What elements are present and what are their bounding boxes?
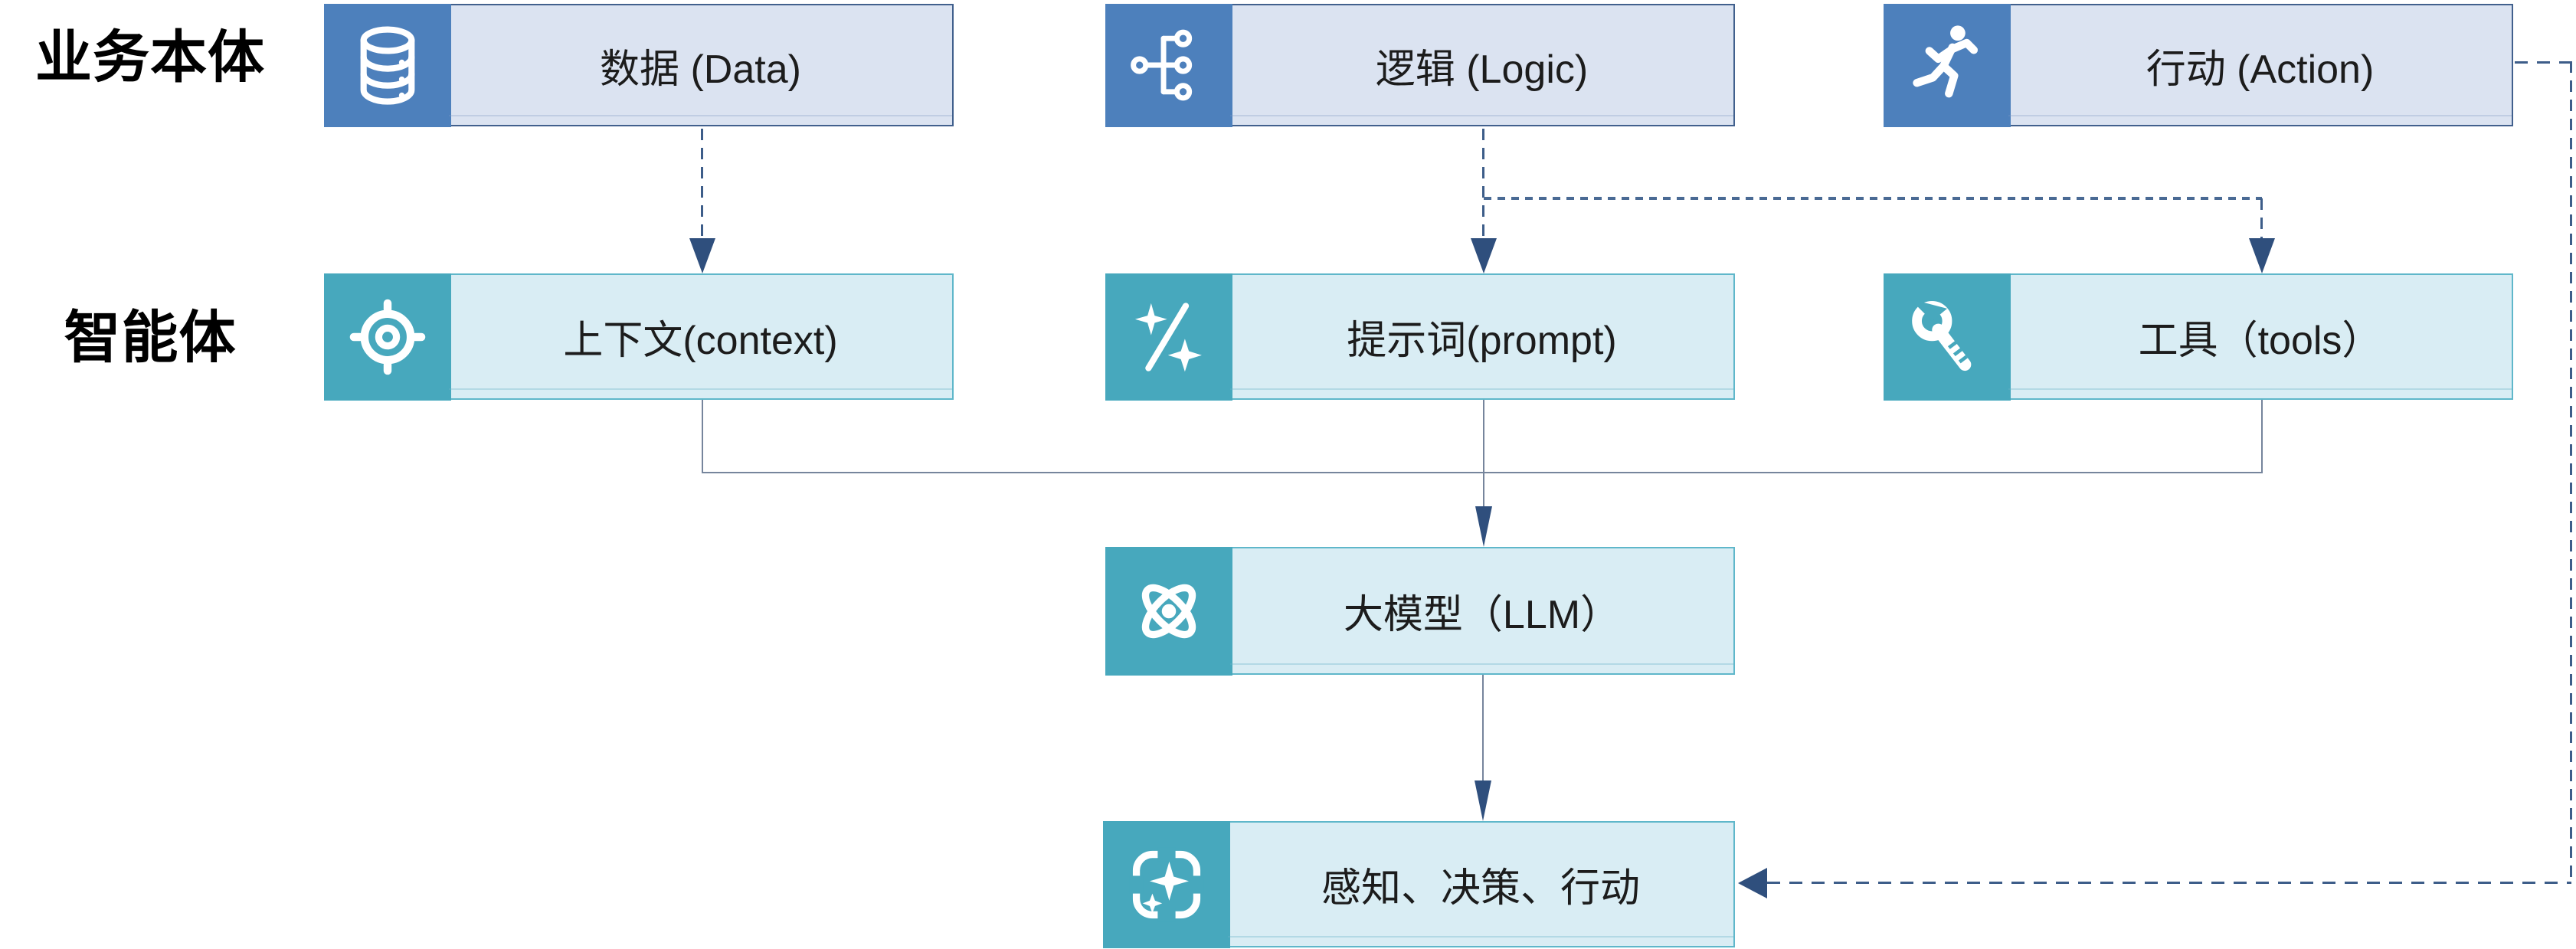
data-to-context-dashed-line	[701, 129, 703, 239]
prompt-box-label: 提示词(prompt)	[1230, 275, 1733, 398]
data-to-context-arrowhead	[689, 238, 715, 273]
merge-bus-line	[702, 472, 2263, 473]
action-feedback-right-dashed-line	[2570, 61, 2572, 883]
output-box-label: 感知、决策、行动	[1228, 823, 1733, 946]
logic-to-prompt-arrowhead	[1471, 238, 1497, 273]
action-feedback-bottom-dashed-line	[1767, 882, 2571, 884]
logic-box-label: 逻辑 (Logic)	[1230, 5, 1733, 125]
prompt-box: 提示词(prompt)	[1105, 273, 1735, 401]
llm-to-output-line	[1482, 675, 1484, 782]
wand-sparkles-icon	[1105, 273, 1232, 401]
data-box-label: 数据 (Data)	[449, 5, 952, 125]
logic-to-tools-dashed-drop	[2260, 198, 2263, 238]
tools-merge-line	[2261, 400, 2263, 473]
target-icon	[323, 273, 451, 401]
output-arrowhead	[1475, 780, 1491, 821]
context-merge-line	[702, 400, 703, 473]
context-box: 上下文(context)	[323, 273, 954, 401]
llm-box: 大模型（LLM）	[1105, 546, 1735, 676]
feedback-to-output-arrowhead	[1738, 868, 1767, 898]
database-icon	[323, 3, 451, 127]
logic-to-tools-dotted-line	[1484, 197, 2262, 200]
hierarchy-icon	[1105, 3, 1232, 127]
action-box-label: 行动 (Action)	[2008, 5, 2512, 125]
prompt-to-llm-line	[1483, 400, 1484, 507]
sparkle-frame-icon	[1102, 820, 1230, 948]
logic-box: 逻辑 (Logic)	[1105, 3, 1735, 127]
llm-arrowhead	[1475, 506, 1492, 547]
business-row-label: 业务本体	[35, 25, 265, 89]
wrench-icon	[1883, 273, 2011, 401]
logic-to-prompt-dashed-line	[1482, 129, 1484, 239]
tools-box: 工具（tools）	[1883, 273, 2513, 401]
action-box: 行动 (Action)	[1883, 3, 2513, 127]
data-box: 数据 (Data)	[323, 3, 954, 127]
atom-icon	[1105, 546, 1232, 676]
tools-box-label: 工具（tools）	[2008, 275, 2512, 398]
agent-row-label: 智能体	[64, 306, 237, 369]
context-box-label: 上下文(context)	[449, 275, 952, 398]
action-feedback-top-dashed-line	[2515, 61, 2571, 64]
llm-box-label: 大模型（LLM）	[1230, 548, 1733, 673]
runner-icon	[1883, 3, 2011, 127]
logic-to-tools-arrowhead	[2249, 238, 2275, 273]
output-box: 感知、决策、行动	[1102, 820, 1735, 948]
